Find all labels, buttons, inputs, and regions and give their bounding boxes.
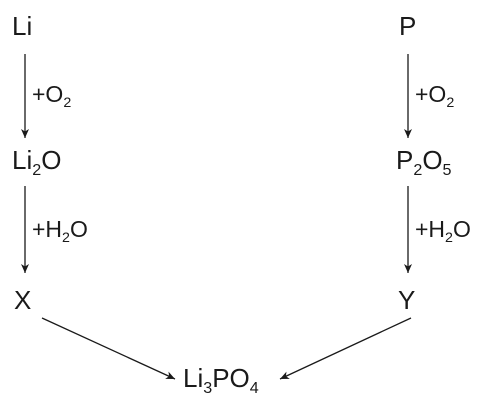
compound-p2o5: P2O5 — [396, 145, 452, 179]
label-plus-o2-right: +O2 — [415, 81, 455, 111]
arrow-y-to-product — [279, 317, 412, 380]
compound-x: X — [14, 285, 32, 315]
compound-li2o: Li2O — [12, 145, 62, 179]
product-li3po4: Li3PO4 — [183, 363, 259, 397]
compound-y: Y — [398, 285, 416, 315]
label-plus-h2o-left: +H2O — [32, 216, 88, 246]
reactant-li: Li — [12, 11, 33, 41]
label-plus-h2o-right: +H2O — [415, 216, 471, 246]
label-plus-o2-left: +O2 — [32, 81, 72, 111]
reactant-p: P — [399, 11, 417, 41]
arrow-x-to-product — [41, 317, 176, 380]
